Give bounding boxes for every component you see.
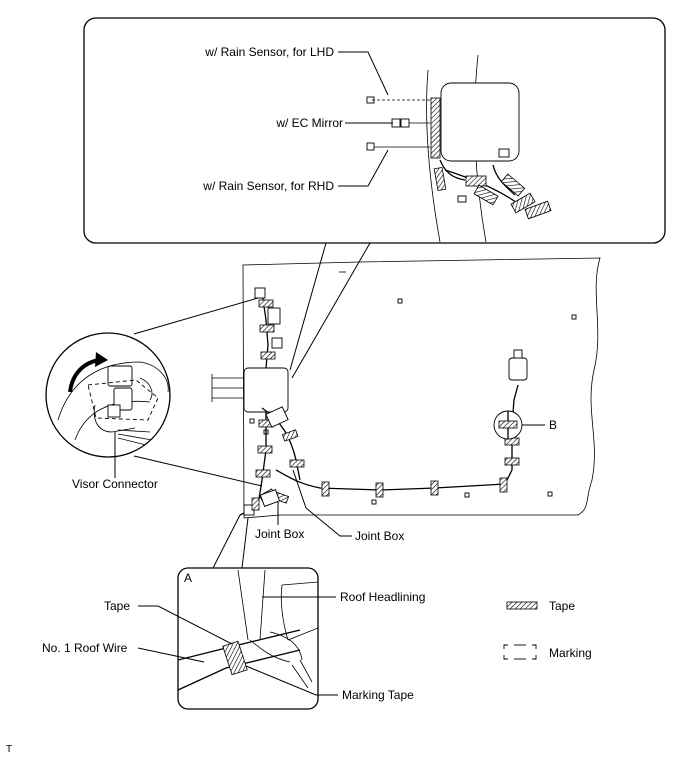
legend-tape-label: Tape [549, 599, 575, 613]
headlining-outline [242, 257, 601, 519]
connector-b [508, 357, 528, 381]
label-a: A [184, 571, 192, 585]
visor-connector-callout: Visor Connector [45, 297, 263, 491]
tape-mark [430, 97, 441, 159]
label-no1-roof-wire: No. 1 Roof Wire [42, 641, 128, 655]
callout-pointer-left [289, 242, 327, 371]
label-tape: Tape [104, 599, 130, 613]
label-rain-sensor-rhd: w/ Rain Sensor, for RHD [202, 179, 334, 193]
legend-marking-icon [503, 644, 537, 660]
label-marking-tape: Marking Tape [342, 688, 414, 702]
legend-marking-label: Marking [549, 646, 592, 660]
legend: Tape Marking [503, 599, 592, 660]
label-joint-box-right: Joint Box [355, 529, 404, 543]
visor-circle [45, 332, 171, 458]
label-ec-mirror: w/ EC Mirror [275, 116, 343, 130]
roof-headlining-view: B [211, 257, 601, 519]
label-roof-headlining: Roof Headlining [340, 590, 425, 604]
detail-a-callout: A [177, 514, 319, 710]
connector [498, 148, 510, 158]
tape-mark-a [222, 640, 248, 676]
label-joint-box-left: Joint Box [255, 527, 304, 541]
callout-pointer-right [291, 242, 371, 379]
room-module [243, 367, 289, 413]
label-rain-sensor-lhd: w/ Rain Sensor, for LHD [204, 45, 334, 59]
label-b: B [549, 418, 557, 432]
top-callout-panel [83, 17, 666, 244]
legend-tape-icon [506, 601, 538, 610]
corner-mark: T [6, 744, 12, 755]
rain-sensor-module [440, 82, 520, 162]
top-detail-callout: w/ Rain Sensor, for LHD w/ EC Mirror w/ … [83, 17, 666, 379]
label-visor-connector: Visor Connector [72, 477, 158, 491]
joint-box [265, 406, 289, 428]
